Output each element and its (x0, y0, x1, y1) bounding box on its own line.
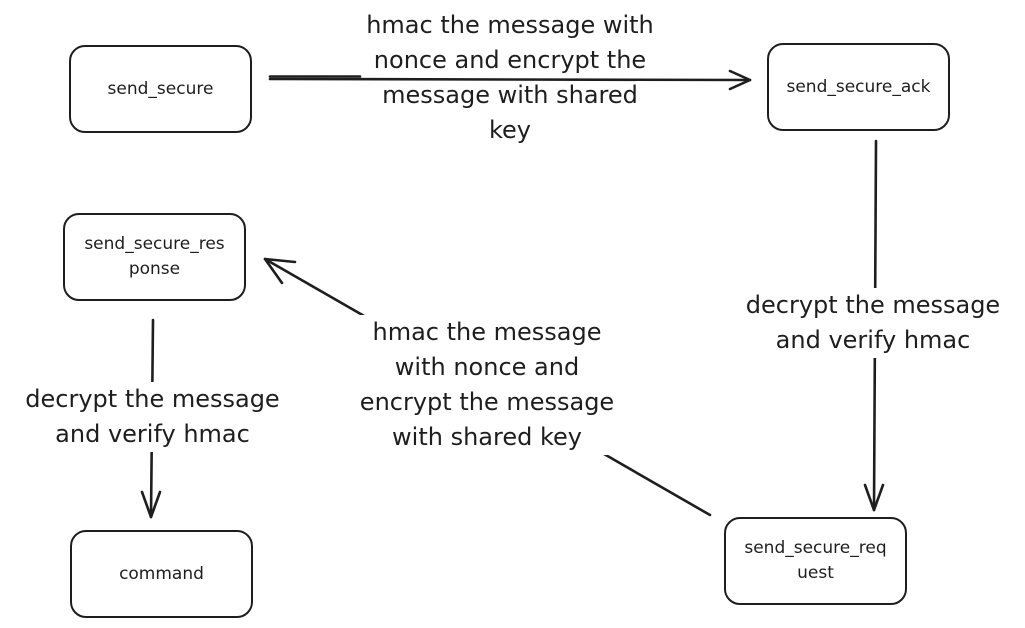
label-line: send_secure_req (744, 538, 887, 558)
label-line: send_secure_res (84, 234, 225, 254)
label-line: decrypt the message (745, 291, 1001, 319)
edge-label-response-to-command: decrypt the message and verify hmac (5, 382, 300, 452)
label-line: with nonce and (394, 353, 580, 381)
arrowhead-icon (140, 490, 162, 519)
label-line: decrypt the message (25, 385, 280, 413)
label-line: ponse (128, 259, 181, 279)
label-line: key (488, 116, 531, 144)
node-send-secure-ack[interactable]: send_secure_ack (767, 43, 950, 131)
label-line: message with shared (382, 81, 638, 109)
node-command[interactable]: command (70, 530, 253, 618)
arrowhead-icon (728, 69, 752, 91)
label-line: hmac the message with (366, 11, 654, 39)
arrowhead-icon (863, 483, 885, 512)
label-line: nonce and encrypt the (373, 46, 647, 74)
edge-label-send-secure-to-ack: hmac the message with nonce and encrypt t… (345, 8, 675, 148)
connector-line (268, 77, 752, 82)
arrowhead-icon (263, 257, 297, 285)
label-line: and verify hmac (775, 326, 971, 354)
label-line: with shared key (392, 423, 582, 451)
edge-label-ack-to-request: decrypt the message and verify hmac (728, 288, 1018, 358)
edge-send-secure-to-ack (268, 69, 752, 91)
label-line: encrypt the message (359, 388, 615, 416)
label-line: uest (797, 563, 834, 583)
label-line: hmac the message (372, 318, 602, 346)
edge-label-request-to-response: hmac the message with nonce and encrypt th… (342, 315, 632, 455)
label-line: and verify hmac (55, 420, 250, 448)
node-send-secure[interactable]: send_secure (69, 45, 252, 133)
